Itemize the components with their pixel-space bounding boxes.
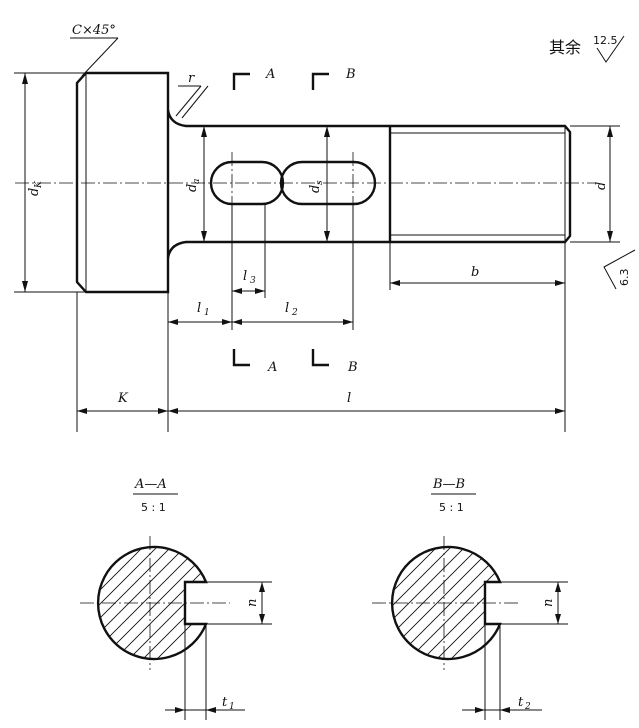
section-b-b: B—B 5 : 1 n t xyxy=(372,477,568,720)
section-b-hatch xyxy=(392,547,500,659)
dim-l3: l 3 xyxy=(231,205,266,298)
roughness-symbol-icon xyxy=(603,249,636,290)
head-diameter-sub: K xyxy=(34,180,44,189)
section-mark-b: B xyxy=(345,67,356,82)
l-label: l xyxy=(347,391,351,406)
section-b-outline xyxy=(390,545,502,661)
dim-slot-diameter: d s xyxy=(308,126,330,242)
l3-sub: 3 xyxy=(250,276,256,286)
section-b-depth: t xyxy=(518,695,524,710)
dim-shank-diameter: d a xyxy=(185,126,207,242)
radius-callout: r xyxy=(175,71,209,119)
roughness-symbol-icon xyxy=(596,35,625,63)
rest-label: 其余 xyxy=(549,38,581,57)
slot-diameter-label: d xyxy=(308,185,323,193)
b-label: b xyxy=(471,265,479,280)
section-a-a: A—A 5 : 1 n t xyxy=(80,477,272,720)
section-a-title: A—A xyxy=(134,477,167,492)
bolt-shank xyxy=(166,109,572,259)
section-mark-a: A xyxy=(265,67,275,82)
dim-k-l: K l xyxy=(76,290,566,432)
shank-diameter-label: d xyxy=(185,184,200,192)
section-a-depth-sub: 1 xyxy=(229,702,235,712)
l2-label: l xyxy=(285,301,289,316)
section-a-hatch xyxy=(98,547,206,659)
section-a-outline xyxy=(96,545,208,661)
section-b-title: B—B xyxy=(432,477,465,492)
dim-head-diameter: d K xyxy=(14,72,86,293)
dim-b: b xyxy=(389,242,566,290)
chamfer-label: C×45° xyxy=(72,23,116,38)
dim-l1-l2: l 1 l 2 xyxy=(167,205,354,330)
section-marks-bottom: A B xyxy=(232,349,358,375)
l3-label: l xyxy=(243,269,247,284)
thread-diameter-label: d xyxy=(594,182,609,190)
bolt-main-view xyxy=(15,71,595,294)
roughness-note: 其余 12.5 xyxy=(549,34,625,63)
thread-roughness: 6.3 xyxy=(603,249,636,290)
shank-diameter-sub: a xyxy=(192,179,202,184)
thread-roughness-value: 6.3 xyxy=(618,269,631,287)
section-b-width: n xyxy=(541,599,556,607)
section-a-depth: t xyxy=(222,695,228,710)
chamfer-callout: C×45° xyxy=(70,23,119,77)
slot-diameter-sub: s xyxy=(315,180,325,185)
l1-label: l xyxy=(197,301,201,316)
section-a-width: n xyxy=(245,599,260,607)
section-mark-a: A xyxy=(267,360,277,375)
dim-thread-diameter: d xyxy=(570,125,620,243)
section-b-depth-sub: 2 xyxy=(524,702,531,712)
bolt-head xyxy=(75,71,170,294)
section-mark-b: B xyxy=(347,360,358,375)
l1-sub: 1 xyxy=(204,308,210,318)
radius-label: r xyxy=(188,71,195,86)
roughness-value: 12.5 xyxy=(593,34,618,47)
k-label: K xyxy=(117,391,129,406)
section-marks-top: A B xyxy=(232,67,356,90)
section-b-scale: 5 : 1 xyxy=(439,501,464,514)
section-a-scale: 5 : 1 xyxy=(141,501,166,514)
head-diameter-label: d xyxy=(27,188,42,196)
l2-sub: 2 xyxy=(291,308,298,318)
